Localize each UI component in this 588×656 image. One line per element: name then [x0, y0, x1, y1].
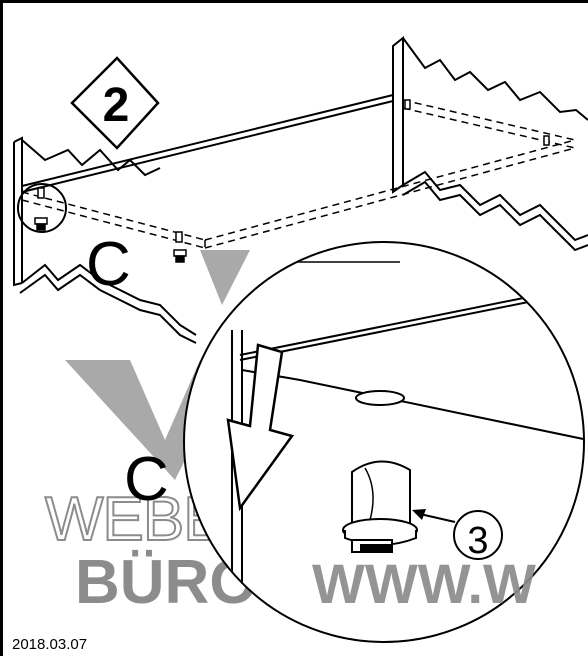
step-badge: 2: [70, 56, 160, 150]
front-pins: [34, 217, 187, 263]
part-number-circle: [453, 510, 503, 560]
shelf-pins: [37, 99, 550, 243]
step-diamond: [70, 56, 160, 150]
detail-letter-top: C: [86, 230, 131, 299]
step-number: 2: [103, 79, 130, 132]
insert-arrow: [226, 343, 295, 512]
zoom-detail: 3: [183, 241, 585, 643]
document-date: 2018.03.07: [12, 636, 88, 653]
part-leader-line: [419, 513, 456, 523]
left-side-panel: [13, 136, 197, 344]
part-number-label: 3: [467, 520, 488, 562]
shelf-board: [21, 94, 394, 193]
detail-letter-zoom: C: [124, 445, 169, 514]
detail-marker-circle: [17, 183, 67, 233]
right-side-panel: [392, 35, 588, 252]
watermark-url: WWW.W: [312, 552, 536, 615]
